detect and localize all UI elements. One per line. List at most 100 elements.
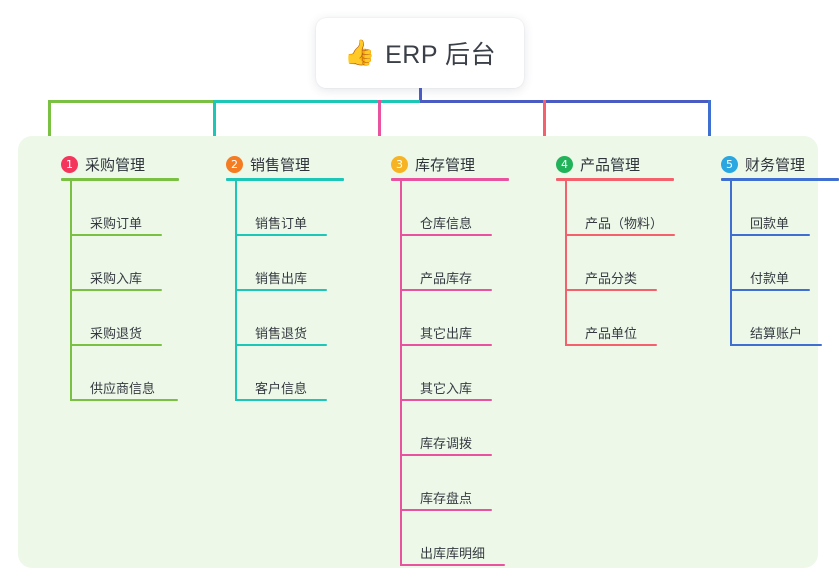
drop-line-5 [708,100,711,148]
branch-number-badge: 1 [61,155,78,173]
branch-header-rule [61,178,179,181]
branch-number-badge: 3 [391,155,408,173]
branch-item-rule [730,344,822,346]
branch-item-list: 产品（物料） 产品分类产品单位 [565,181,695,346]
branch-header-4[interactable]: 4 产品管理 [535,150,695,178]
branch-column-2: 2 销售管理销售订单销售出库销售退货客户信息 [205,150,365,401]
branch-item[interactable]: 产品（物料） [565,181,695,236]
branch-item-rule [70,399,178,401]
branch-number-badge: 5 [721,155,738,173]
branch-item[interactable]: 仓库信息 [400,181,530,236]
branch-item-label: 回款单 [750,216,790,231]
branch-item-label: 销售订单 [255,216,308,231]
branch-spine-line [400,181,402,566]
branch-item-label: 仓库信息 [420,216,473,231]
branch-item-rule [235,289,327,291]
branch-item[interactable]: 结算账户 [730,291,839,346]
branch-item-label: 结算账户 [750,326,803,341]
branch-item-label: 库存调拨 [420,436,473,451]
branch-spine-line [730,181,732,346]
bus-segment-2 [213,100,420,103]
branch-item-rule [730,234,810,236]
branch-title: 产品管理 [580,156,641,174]
branch-item-label: 产品单位 [585,326,638,341]
branch-item[interactable]: 采购订单 [70,181,200,236]
branch-column-3: 3 库存管理仓库信息产品库存其它出库其它入库库存调拨库存盘点出库库明细 [370,150,530,566]
thumbs-up-icon: 👍 [343,38,376,67]
branch-item-rule [730,289,810,291]
branch-header-1[interactable]: 1 采购管理 [40,150,200,178]
branch-spine-line [565,181,567,346]
root-node-card[interactable]: 👍 ERP 后台 [316,18,524,88]
drop-line-2 [213,100,216,148]
branch-number-badge: 2 [226,155,243,173]
branch-item[interactable]: 产品单位 [565,291,695,346]
branch-item[interactable]: 付款单 [730,236,839,291]
branch-item-rule [400,344,492,346]
branch-item-label: 产品库存 [420,271,473,286]
branch-item[interactable]: 客户信息 [235,346,365,401]
branch-item[interactable]: 销售订单 [235,181,365,236]
branch-item[interactable]: 采购入库 [70,236,200,291]
branch-item[interactable]: 其它出库 [400,291,530,346]
root-title: ERP 后台 [385,41,497,69]
branch-item-label: 产品分类 [585,271,638,286]
branch-title: 库存管理 [415,156,476,174]
branch-header-3[interactable]: 3 库存管理 [370,150,530,178]
branch-item-rule [400,454,492,456]
branch-item-label: 库存盘点 [420,491,473,506]
branch-item-rule [565,289,657,291]
bus-segment-3 [420,100,708,103]
branch-item[interactable]: 产品分类 [565,236,695,291]
branch-item[interactable]: 销售出库 [235,236,365,291]
branch-title: 财务管理 [745,156,806,174]
branch-column-1: 1 采购管理采购订单采购入库采购退货供应商信息 [40,150,200,401]
branch-item-label: 客户信息 [255,381,308,396]
drop-line-1 [48,100,51,148]
branch-item-rule [400,399,492,401]
branch-number-badge: 4 [556,155,573,173]
branch-item[interactable]: 回款单 [730,181,839,236]
branch-item-label: 其它入库 [420,381,473,396]
branch-item-label: 产品（物料） [585,216,664,231]
branch-item-label: 销售出库 [255,271,308,286]
branch-item[interactable]: 采购退货 [70,291,200,346]
branch-item[interactable]: 库存调拨 [400,401,530,456]
bus-segment-1 [48,100,213,103]
branch-header-2[interactable]: 2 销售管理 [205,150,365,178]
branch-item-label: 采购退货 [90,326,143,341]
branch-item-rule [235,344,327,346]
branch-item-rule [400,289,492,291]
branch-item-label: 采购入库 [90,271,143,286]
branch-header-5[interactable]: 5 财务管理 [700,150,839,178]
branch-item[interactable]: 产品库存 [400,236,530,291]
branch-item-label: 付款单 [750,271,790,286]
branch-header-rule [226,178,344,181]
branch-column-5: 5 财务管理回款单付款单结算账户 [700,150,839,346]
branch-item[interactable]: 供应商信息 [70,346,200,401]
branch-item-rule [70,234,162,236]
branch-item-rule [400,234,492,236]
branch-title: 采购管理 [85,156,146,174]
root-stem-line [419,88,422,103]
branch-item[interactable]: 其它入库 [400,346,530,401]
branch-item[interactable]: 出库库明细 [400,511,530,566]
branch-item-rule [235,399,327,401]
branch-item-label: 销售退货 [255,326,308,341]
branch-item-list: 销售订单销售出库销售退货客户信息 [235,181,365,401]
branch-item-rule [400,564,505,566]
branch-item[interactable]: 库存盘点 [400,456,530,511]
branch-spine-line [235,181,237,401]
branch-header-rule [391,178,509,181]
branch-header-rule [556,178,674,181]
branch-item-rule [70,344,162,346]
branch-title: 销售管理 [250,156,311,174]
branch-item-list: 仓库信息产品库存其它出库其它入库库存调拨库存盘点出库库明细 [400,181,530,566]
branch-header-rule [721,178,839,181]
branch-item-list: 回款单付款单结算账户 [730,181,839,346]
branch-item-rule [235,234,327,236]
branch-item-rule [400,509,492,511]
drop-line-4 [543,100,546,148]
branch-item-label: 其它出库 [420,326,473,341]
branch-item[interactable]: 销售退货 [235,291,365,346]
